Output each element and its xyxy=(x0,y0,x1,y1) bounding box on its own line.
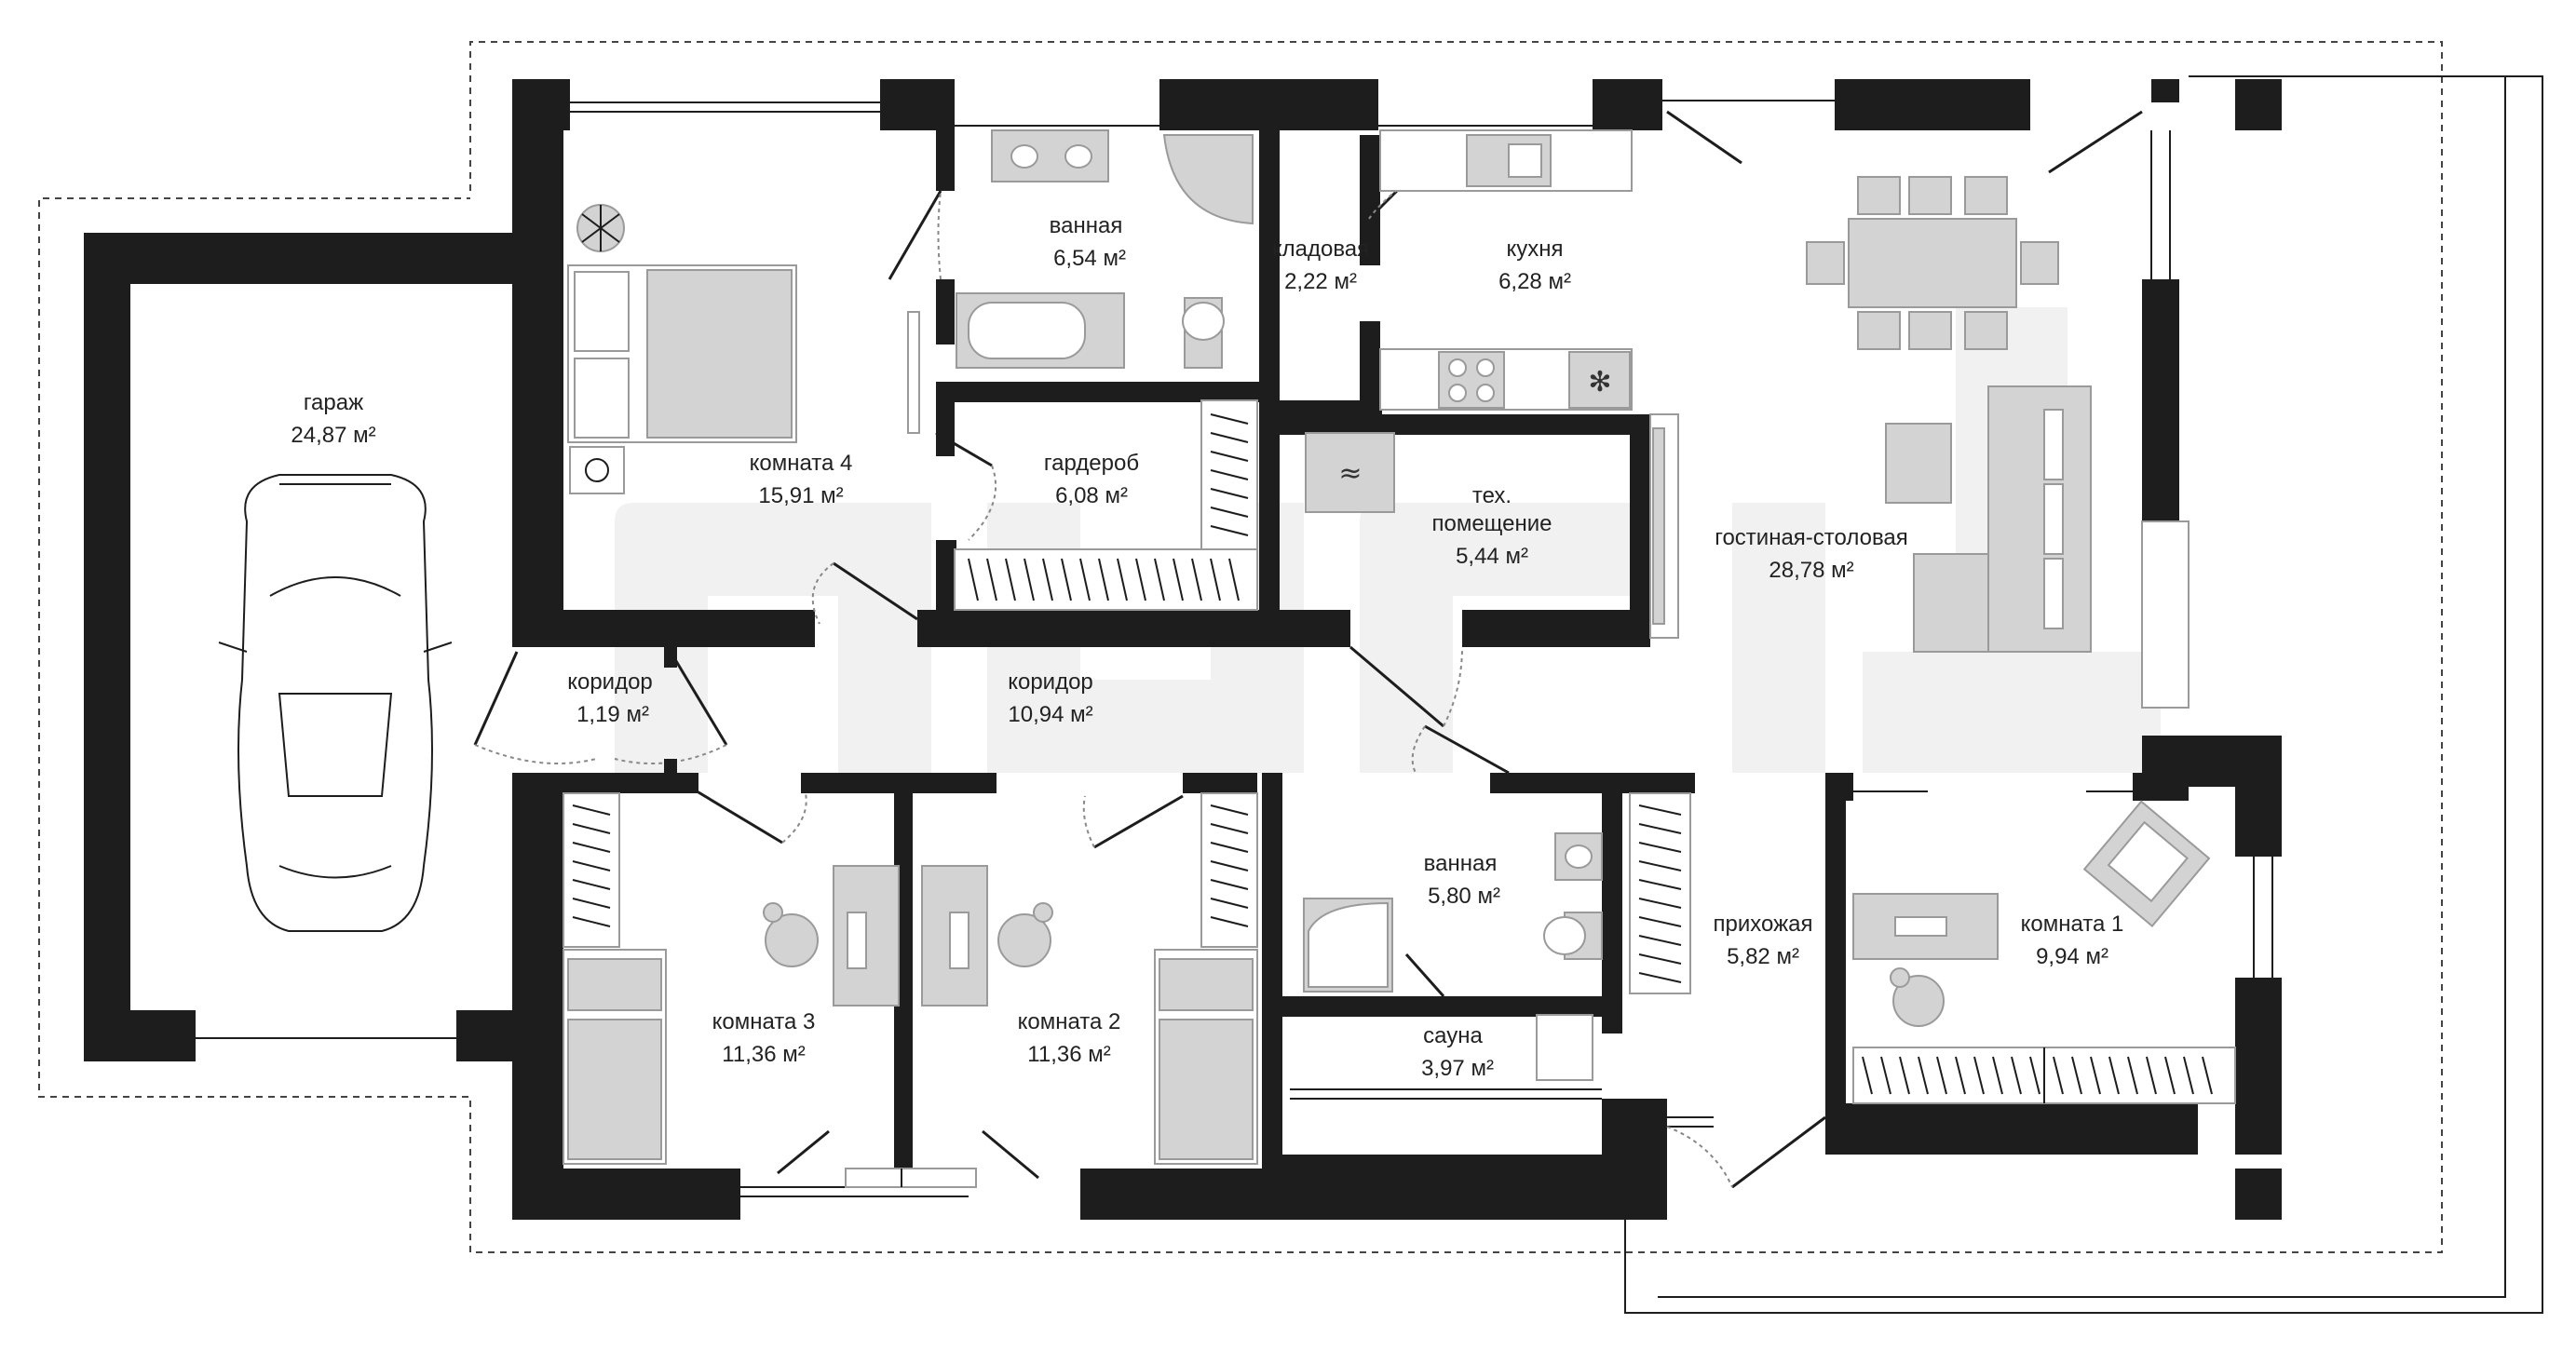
sauna-area: 3,97 м² xyxy=(1421,1056,1494,1081)
room1-area: 9,94 м² xyxy=(2036,944,2108,969)
living-area: 28,78 м² xyxy=(1769,558,1853,583)
wardrobe-rails xyxy=(954,399,1258,611)
room3-name: комната 3 xyxy=(712,1009,816,1034)
pantry-area: 2,22 м² xyxy=(1284,269,1357,294)
room4-area: 15,91 м² xyxy=(758,483,843,508)
dining-table xyxy=(1806,176,2059,350)
tech-area: 5,44 м² xyxy=(1456,544,1528,569)
room4-name: комната 4 xyxy=(750,451,853,476)
watermark-logo xyxy=(615,307,2161,773)
bathroom1-furniture xyxy=(907,129,1254,434)
interior-walls-upper xyxy=(512,79,1650,647)
interior-walls-lower xyxy=(512,773,2198,1220)
bathroom1-area: 6,54 м² xyxy=(1053,246,1126,271)
fan-icon: ✻ xyxy=(1588,366,1611,399)
hall-wardrobe xyxy=(1629,792,1691,994)
hall-area: 5,82 м² xyxy=(1727,944,1799,969)
pantry-name: кладовая xyxy=(1272,236,1369,262)
wardrobe-name: гардероб xyxy=(1044,451,1139,476)
heater-icon: ≈ xyxy=(1338,457,1362,490)
garage-area: 24,87 м² xyxy=(291,423,375,448)
kitchen-area: 6,28 м² xyxy=(1498,269,1571,294)
garage-walls xyxy=(84,233,536,1061)
garage-name: гараж xyxy=(304,390,363,415)
wardrobe-area: 6,08 м² xyxy=(1055,483,1128,508)
tech-name: тех. xyxy=(1472,483,1512,508)
room-labels: гараж 24,87 м² ванная 6,54 м² кладовая 2… xyxy=(291,213,2123,1081)
corridor-name: коридор xyxy=(1008,669,1093,695)
sauna-name: сауна xyxy=(1423,1023,1483,1048)
corridor-small xyxy=(664,647,677,776)
car-icon xyxy=(218,474,453,932)
living-name: гостиная-столовая xyxy=(1715,525,1908,550)
roof-outline xyxy=(38,41,2543,1314)
bathroom1-name: ванная xyxy=(1050,213,1123,238)
room1-furniture xyxy=(1852,800,2236,1104)
door-swings xyxy=(473,110,2143,1189)
room3-furniture xyxy=(563,792,900,1165)
plant-icon xyxy=(576,204,625,252)
bathroom2-area: 5,80 м² xyxy=(1428,884,1500,909)
bathroom2-name: ванная xyxy=(1424,851,1498,876)
room2-area: 11,36 м² xyxy=(1027,1042,1110,1067)
house-walls xyxy=(512,79,2282,1220)
corridor-small-name: коридор xyxy=(567,669,653,695)
living-window xyxy=(2141,520,2190,709)
sofa xyxy=(1885,385,2092,653)
room1-name: комната 1 xyxy=(2021,912,2124,937)
room4-furniture xyxy=(567,204,797,494)
hall-name: прихожая xyxy=(1714,912,1813,937)
corridor-small-area: 1,19 м² xyxy=(576,702,649,727)
kitchen-name: кухня xyxy=(1506,236,1563,262)
tech-room-furniture: ≈ xyxy=(1305,413,1679,639)
tech-name-2: помещение xyxy=(1431,511,1552,536)
room2-name: комната 2 xyxy=(1018,1009,1121,1034)
bathroom2-furniture xyxy=(1303,832,1603,993)
room3-area: 11,36 м² xyxy=(722,1042,805,1067)
room2-furniture xyxy=(921,792,1258,1165)
kitchen-furniture: ✻ xyxy=(1379,129,1633,411)
corridor-area: 10,94 м² xyxy=(1008,702,1092,727)
